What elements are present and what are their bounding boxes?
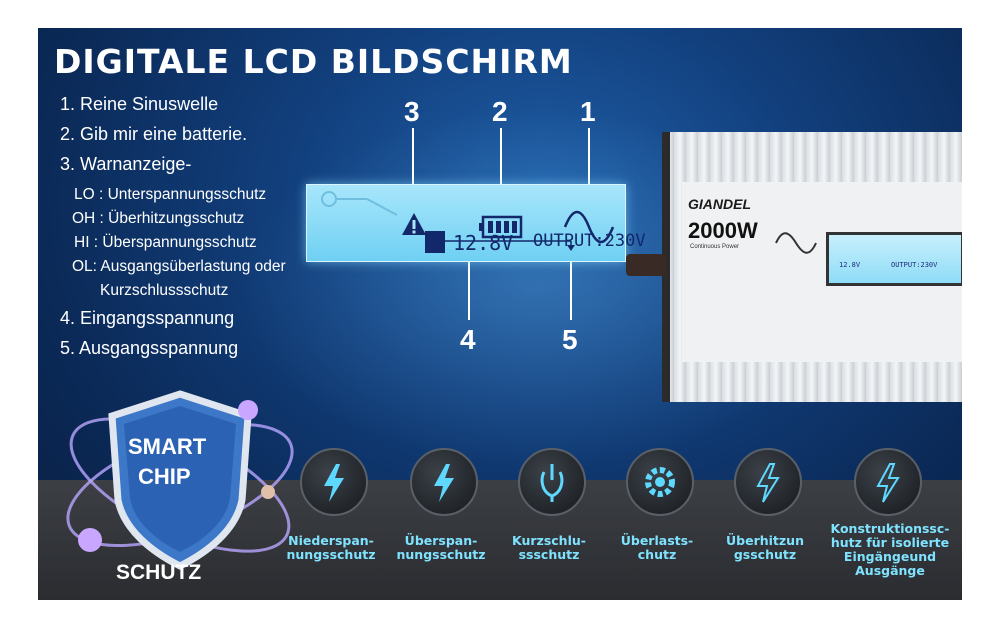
- callout-2: 2: [492, 96, 508, 127]
- input-battery-icon: [425, 231, 445, 253]
- list-sub-lo: LO : Unterspannungsschutz: [74, 186, 267, 203]
- mini-lcd-voltage: 12.8V: [839, 261, 861, 269]
- plug-icon: [321, 191, 398, 216]
- feature-icon-6: [854, 448, 922, 516]
- shield-line-1: SMART: [128, 434, 207, 459]
- inverter-product-image: GIANDEL 2000W Continuous Power 12.8V OUT…: [662, 132, 962, 402]
- lcd-output-voltage: OUTPUT:230V: [533, 231, 646, 251]
- callout-line-5: [570, 260, 572, 320]
- plug-icon: [540, 464, 564, 502]
- list-item-1: 1. Reine Sinuswelle: [60, 94, 219, 114]
- list-item-5: 5. Ausgangsspannung: [60, 338, 239, 358]
- lcd-graphics: [321, 191, 615, 251]
- list-sub-oh: OH : Überhitzungsschutz: [72, 210, 245, 227]
- feature-label-1: Niederspan-nungsschutz: [286, 533, 376, 562]
- lcd-display: 12.8V OUTPUT:230V: [306, 184, 646, 262]
- callout-line-4: [468, 260, 470, 320]
- callout-3: 3: [404, 96, 420, 127]
- callout-4: 4: [460, 324, 476, 355]
- battery-level-icon: [479, 215, 523, 239]
- lightning-icon: [324, 464, 344, 502]
- list-item-4: 4. Eingangsspannung: [60, 308, 235, 328]
- list-sub-hi: HI : Überspannungsschutz: [74, 234, 257, 251]
- callout-line-1: [588, 128, 590, 186]
- callout-line-3: [412, 128, 414, 186]
- callout-1: 1: [580, 96, 596, 127]
- list-sub-ol-cont: Kurzschlussschutz: [100, 282, 229, 299]
- lcd-battery-voltage: 12.8V: [453, 231, 514, 255]
- lightning-icon: [756, 463, 780, 503]
- product-banner: DIGITALE LCD BILDSCHIRM 1. Reine Sinuswe…: [38, 28, 962, 600]
- feature-label-6: Konstruktionssc-hutz für isolierte Eingä…: [830, 521, 950, 578]
- banner-title: DIGITALE LCD BILDSCHIRM: [54, 42, 573, 81]
- inverter-mini-lcd: 12.8V OUTPUT:230V: [826, 232, 962, 286]
- inverter-sine-icon: [775, 232, 817, 254]
- inverter-end-cap: [662, 132, 670, 402]
- list-item-3: 3. Warnanzeige-: [60, 154, 192, 174]
- feature-icon-5: [734, 448, 802, 516]
- smart-chip-shield-graphic: [66, 390, 294, 570]
- inverter-subtitle: Continuous Power: [690, 244, 740, 250]
- shield-line-2: CHIP: [138, 464, 191, 489]
- feature-icon-3: [518, 448, 586, 516]
- lightning-icon: [876, 463, 900, 503]
- callout-5: 5: [562, 324, 578, 355]
- battery-terminal-clamp: [626, 254, 666, 276]
- sine-wave-icon: [563, 210, 615, 244]
- lightning-icon: [434, 464, 454, 502]
- gear-icon: [645, 467, 675, 497]
- feature-label-3: Kurzschlu-ssschutz: [512, 533, 586, 562]
- feature-icon-4: [626, 448, 694, 516]
- list-item-2: 2. Gib mir eine batterie.: [60, 124, 248, 144]
- list-sub-ol: OL: Ausgangsüberlastung oder: [72, 258, 286, 275]
- mini-lcd-output: OUTPUT:230V: [891, 261, 938, 269]
- feature-label-4: Überlasts-chutz: [620, 533, 694, 562]
- feature-label-2: Überspan-nungsschutz: [396, 533, 486, 562]
- shield-caption: SCHUTZ: [116, 561, 202, 584]
- callout-line-2: [500, 128, 502, 186]
- feature-icon-1: [300, 448, 368, 516]
- warning-icon: [402, 213, 426, 235]
- inverter-power: 2000W: [688, 218, 758, 243]
- inverter-brand: GIANDEL: [688, 196, 751, 212]
- feature-icon-2: [410, 448, 478, 516]
